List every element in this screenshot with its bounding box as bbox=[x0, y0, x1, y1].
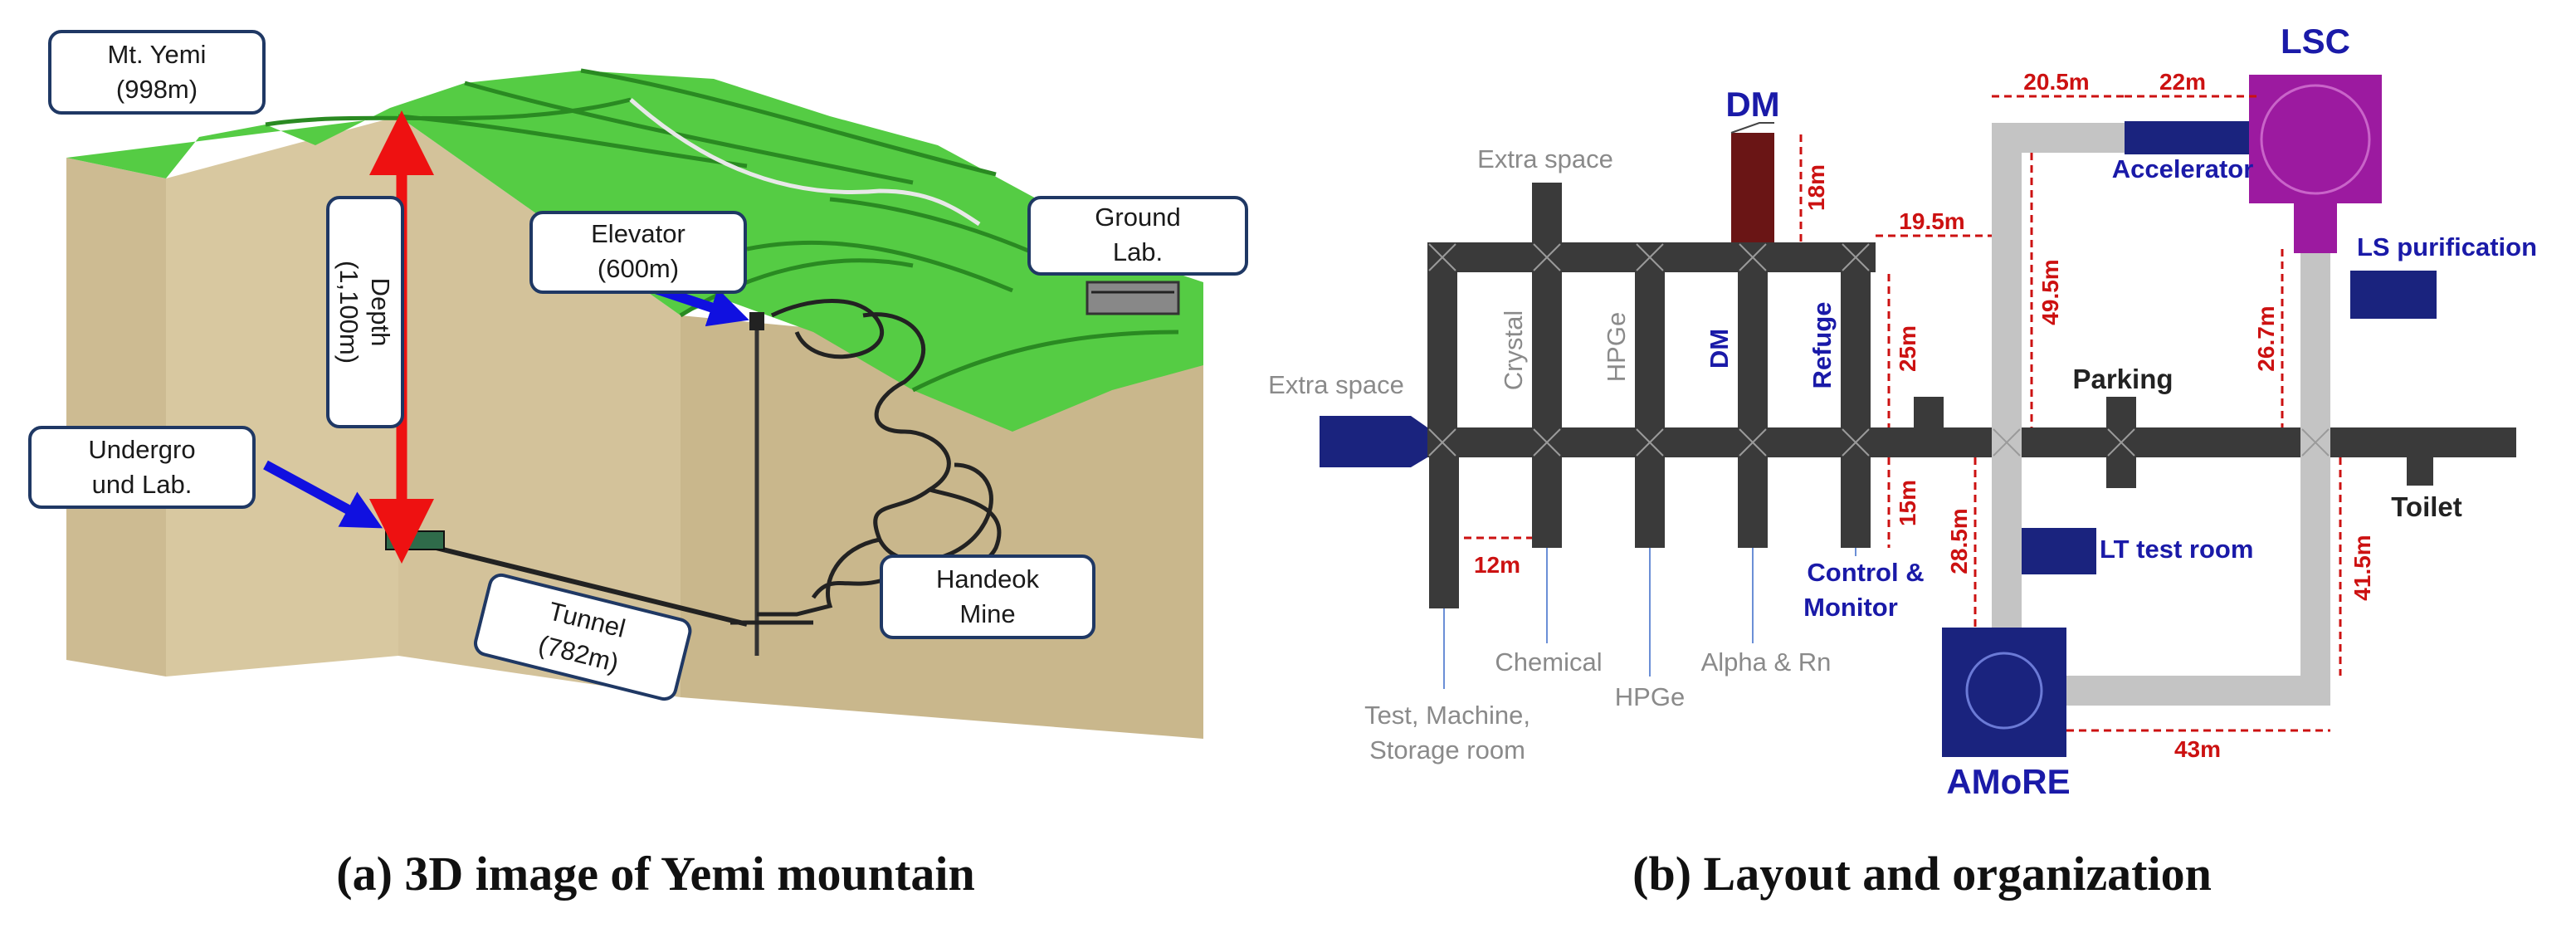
storage-room-label: Storage room bbox=[1369, 735, 1525, 764]
dim-20-5: 20.5m bbox=[2023, 69, 2089, 95]
mountain-3d-panel: Mt. Yemi (998m) Elevator (600m) Ground L… bbox=[28, 30, 1248, 901]
mountain-road bbox=[629, 98, 981, 227]
refuge-label: Refuge bbox=[1808, 301, 1837, 388]
dim-22: 22m bbox=[2159, 69, 2206, 95]
dm-vertical-label: DM bbox=[1705, 329, 1734, 369]
underground-lab-callout: Undergro und Lab. bbox=[28, 426, 256, 509]
upper-horizontal-tunnel bbox=[1427, 242, 1876, 272]
ground-lab-building bbox=[1086, 281, 1180, 315]
extra-space-left-label: Extra space bbox=[1268, 370, 1404, 399]
hpge-vertical-label: HPGe bbox=[1602, 312, 1631, 382]
accelerator-room bbox=[2125, 121, 2249, 154]
elevator-label: Elevator bbox=[591, 219, 685, 248]
tunnel-callout: Tunnel (782m) bbox=[473, 573, 692, 701]
ground-lab-callout: Ground Lab. bbox=[1027, 196, 1248, 276]
monitor-label: Monitor bbox=[1803, 593, 1898, 622]
handeok-mine-callout: Handeok Mine bbox=[880, 554, 1095, 639]
alpha-rn-label: Alpha & Rn bbox=[1701, 647, 1832, 677]
left-lower-tunnel bbox=[1429, 457, 1459, 608]
dim-43: 43m bbox=[2174, 736, 2221, 762]
lsc-neck bbox=[2294, 203, 2337, 253]
mt-yemi-height: (998m) bbox=[116, 75, 198, 104]
amore-connection bbox=[2066, 676, 2330, 706]
ls-purification-room bbox=[2350, 271, 2437, 319]
ls-purification-label: LS purification bbox=[2357, 232, 2537, 261]
leader-lines bbox=[1443, 548, 1856, 689]
control-label: Control & bbox=[1807, 558, 1924, 587]
underground-lab-model bbox=[385, 530, 445, 550]
toilet-stub bbox=[2407, 427, 2433, 486]
ground-lab-label: Ground bbox=[1095, 203, 1180, 232]
parking-label: Parking bbox=[2072, 364, 2173, 394]
underground-pointer-arrow bbox=[263, 460, 383, 529]
lsc-right-vertical bbox=[2300, 249, 2330, 706]
underground-lab-label-2: und Lab. bbox=[92, 470, 193, 499]
layout-panel: 20.5m 22m 18m 19.5m 49.5m 26.7m 25m 15m … bbox=[1268, 22, 2537, 901]
handeok-label-2: Mine bbox=[959, 599, 1015, 628]
lsc-access-vertical bbox=[1992, 123, 2022, 646]
hpge-tunnel bbox=[1635, 272, 1665, 548]
amore-room bbox=[1942, 628, 2066, 757]
underground-lab-label: Undergro bbox=[88, 435, 195, 464]
small-stub-1 bbox=[1914, 397, 1944, 427]
chemical-label: Chemical bbox=[1495, 647, 1602, 677]
dim-19-5: 19.5m bbox=[1899, 208, 1964, 234]
lsc-room bbox=[2249, 75, 2382, 203]
depth-value: (1,100m) bbox=[334, 261, 363, 364]
elevator-depth: (600m) bbox=[598, 254, 679, 283]
extra-space-top-label: Extra space bbox=[1477, 144, 1613, 173]
existing-tunnel-network bbox=[1427, 183, 2516, 608]
dim-15: 15m bbox=[1895, 480, 1920, 526]
dim-41-5: 41.5m bbox=[2349, 535, 2375, 600]
elevator-callout: Elevator (600m) bbox=[529, 211, 747, 294]
dim-18: 18m bbox=[1803, 164, 1829, 211]
dm-room bbox=[1731, 133, 1774, 242]
dim-49-5: 49.5m bbox=[2037, 259, 2063, 325]
rock-cut-face bbox=[398, 116, 681, 697]
crystal-label: Crystal bbox=[1499, 310, 1528, 390]
dim-28-5: 28.5m bbox=[1946, 508, 1972, 574]
dm-top-label: DM bbox=[1725, 85, 1779, 124]
access-tunnel bbox=[402, 537, 748, 627]
dim-12: 12m bbox=[1474, 552, 1520, 578]
junction-markers bbox=[1428, 243, 2330, 457]
lt-test-room bbox=[2022, 528, 2096, 574]
lsc-label: LSC bbox=[2281, 22, 2350, 61]
refuge-tunnel bbox=[1841, 272, 1871, 548]
dim-25: 25m bbox=[1895, 325, 1920, 372]
left-caption: (a) 3D image of Yemi mountain bbox=[336, 847, 975, 901]
rock-front-left-face bbox=[66, 158, 166, 677]
dimension-lines bbox=[1464, 95, 2342, 732]
test-machine-label: Test, Machine, bbox=[1364, 701, 1530, 730]
mt-yemi-callout: Mt. Yemi (998m) bbox=[48, 30, 266, 115]
lt-test-room-label: LT test room bbox=[2100, 535, 2253, 564]
hpge-bottom-label: HPGe bbox=[1615, 682, 1685, 711]
accelerator-label: Accelerator bbox=[2112, 154, 2254, 183]
crystal-tunnel bbox=[1532, 183, 1562, 548]
depth-label: Depth bbox=[366, 278, 395, 347]
dm-tunnel bbox=[1738, 242, 1768, 548]
amore-label: AMoRE bbox=[1946, 762, 2070, 801]
depth-callout: Depth (1,100m) bbox=[326, 196, 404, 428]
toilet-label: Toilet bbox=[2391, 491, 2462, 522]
extra-space-left-room bbox=[1320, 416, 1411, 467]
ground-lab-label-2: Lab. bbox=[1113, 237, 1163, 266]
mt-yemi-label: Mt. Yemi bbox=[108, 40, 207, 69]
dim-26-7: 26.7m bbox=[2253, 305, 2279, 371]
main-horizontal-tunnel bbox=[1427, 427, 2516, 457]
right-caption: (b) Layout and organization bbox=[1632, 847, 2212, 901]
left-vertical-tunnel bbox=[1427, 242, 1457, 457]
new-tunnel-network bbox=[1992, 123, 2330, 706]
handeok-label: Handeok bbox=[936, 564, 1040, 594]
